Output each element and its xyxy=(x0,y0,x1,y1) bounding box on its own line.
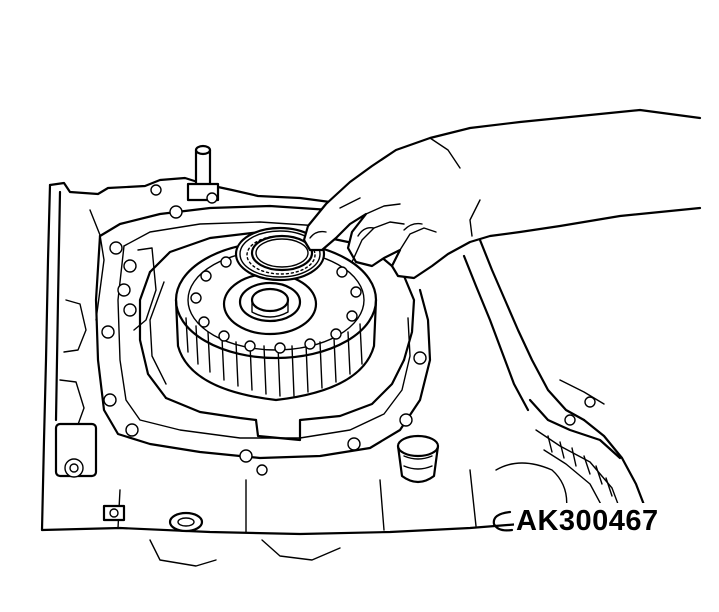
label-leader xyxy=(492,510,514,532)
hand xyxy=(302,108,702,280)
transmission-case xyxy=(40,176,654,567)
side-bolts xyxy=(117,247,157,331)
drain-plug xyxy=(396,434,440,484)
differential-housing xyxy=(495,379,625,521)
inner-housing xyxy=(138,230,416,442)
figure-code: AK300467 xyxy=(514,503,661,539)
flange-bolt-holes xyxy=(101,184,427,476)
dowel-pin xyxy=(186,144,220,202)
drum-oil-holes xyxy=(190,256,362,354)
center-hub xyxy=(222,272,318,336)
thrust-bearing-race xyxy=(234,226,326,282)
